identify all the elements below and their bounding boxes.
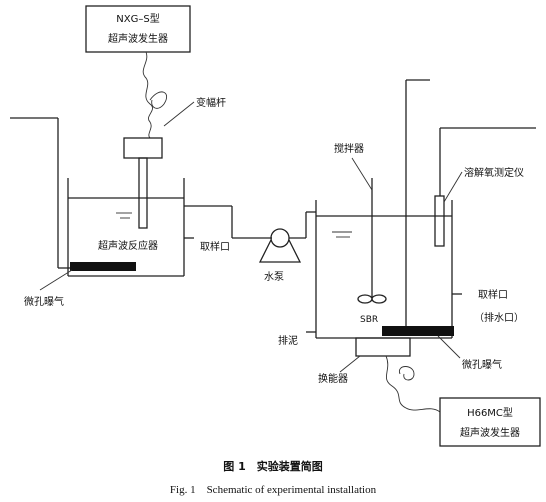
cable-bottom-loop [399,366,415,381]
stirrer-blades [357,294,387,304]
caption-zh: 图 1 实验装置简图 [223,459,322,473]
generator-bottom-name: 超声波发生器 [460,426,520,439]
aerator-left [70,262,136,271]
horn-label: 变幅杆 [196,96,226,109]
generator-top-model: NXG–S型 [116,12,159,25]
micro-aeration-left-leader [39,269,73,291]
micro-aeration-right-label: 微孔曝气 [462,358,502,371]
micro-aeration-right-leader [437,335,461,359]
sbr-tank [315,200,454,339]
drain-label: （排水口） [474,311,524,324]
sbr-label: SBR [360,315,378,325]
transducer-label: 换能器 [318,372,348,385]
ultrasonic-reactor-label: 超声波反应器 [98,239,158,252]
micro-aeration-left-label: 微孔曝气 [24,295,64,308]
aerator-right [382,326,454,336]
transducer-leader [339,355,361,373]
horn-block [123,137,163,159]
stirrer-leader [351,157,373,191]
sampling-port-right-label: 取样口 [478,288,508,301]
cable-top [142,51,153,139]
ultrasonic-reactor [67,178,185,277]
sampling-port-left-label: 取样口 [200,240,230,253]
generator-top: NXG–S型 超声波发生器 [85,5,191,53]
horn-leader [163,101,195,127]
cable-top-loop [149,91,168,109]
pump-label: 水泵 [264,271,284,283]
stirrer-label: 搅拌器 [334,142,364,155]
generator-bottom: H66MC型 超声波发生器 [439,397,541,447]
generator-top-name: 超声波发生器 [108,32,168,45]
sludge-label: 排泥 [278,334,298,347]
horn-rod [138,157,148,229]
do-meter-label: 溶解氧测定仪 [464,166,524,179]
do-meter-probe [434,195,445,247]
generator-bottom-model: H66MC型 [467,406,513,419]
caption-en: Fig. 1 Schematic of experimental install… [170,484,377,496]
pump [258,228,302,263]
transducer [355,337,411,357]
do-meter-leader [443,171,463,203]
cable-bottom [385,355,441,413]
